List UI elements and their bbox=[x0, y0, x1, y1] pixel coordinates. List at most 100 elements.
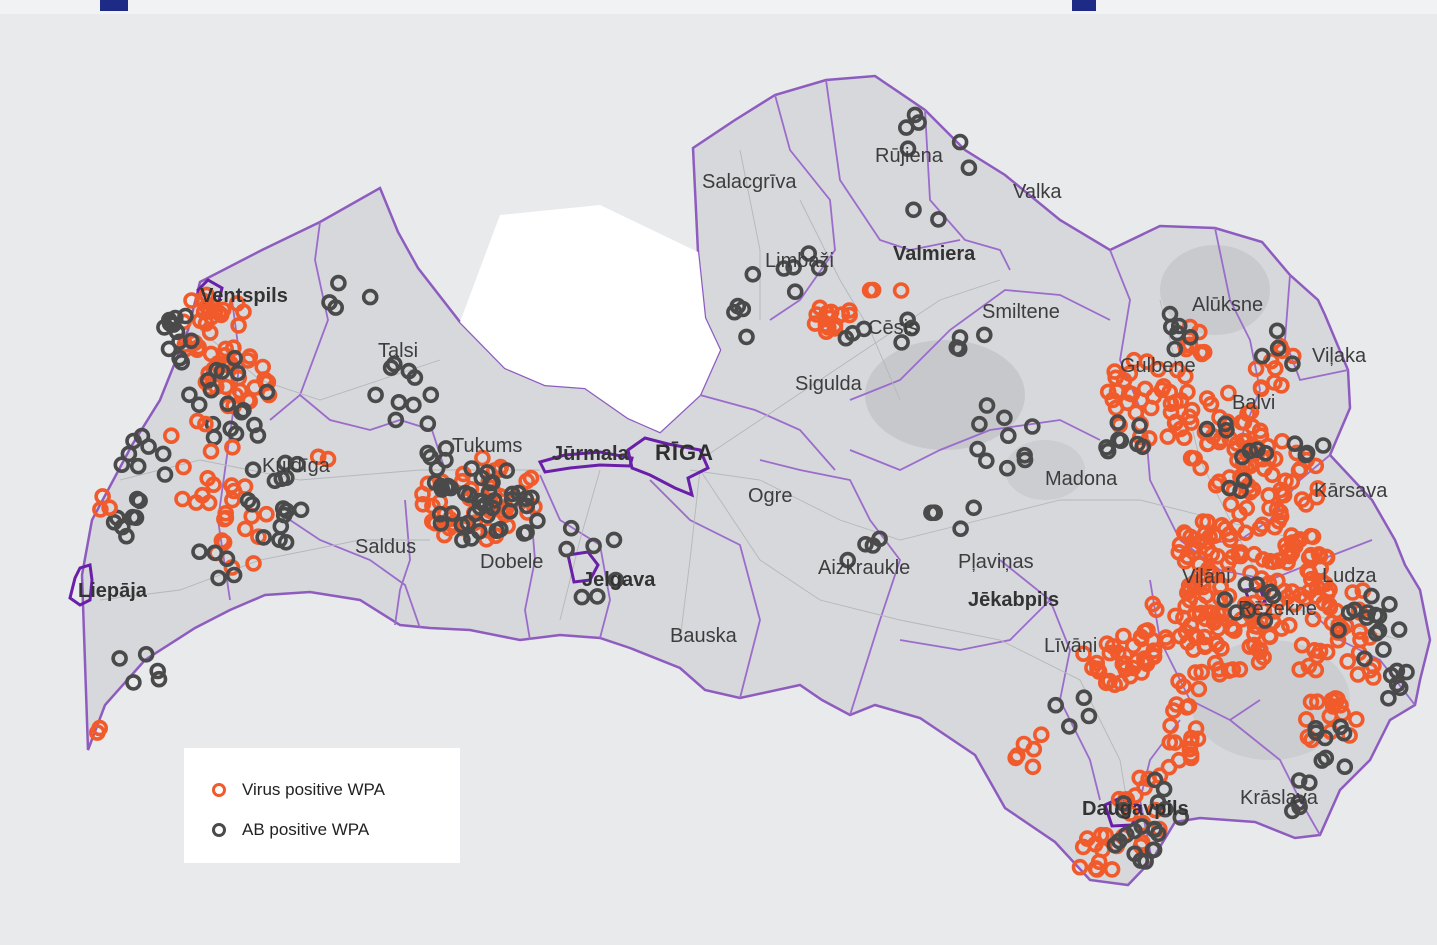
virus-marker bbox=[1348, 711, 1365, 728]
virus-marker bbox=[202, 442, 220, 460]
ab-marker bbox=[171, 333, 188, 351]
ab-marker bbox=[118, 527, 135, 545]
virus-marker bbox=[833, 306, 851, 323]
ab-marker bbox=[156, 466, 174, 483]
city-label-liepaja: Liepāja bbox=[78, 580, 148, 602]
riga-city-border bbox=[626, 436, 710, 498]
virus-marker bbox=[1220, 662, 1238, 679]
virus-marker bbox=[1252, 379, 1270, 396]
ab-marker bbox=[125, 674, 142, 691]
ab-marker bbox=[1172, 809, 1190, 826]
ab-marker bbox=[133, 427, 151, 445]
city-label-tukums: Tukums bbox=[452, 435, 522, 457]
ab-marker bbox=[1336, 758, 1354, 776]
city-label-ventspils: Ventspils bbox=[200, 285, 288, 307]
municipality-border bbox=[1109, 249, 1181, 541]
ab-marker bbox=[971, 415, 988, 433]
ab-marker bbox=[906, 106, 924, 124]
city-labels: VentspilsTalsiKuldīgaSaldusLiepājaTukums… bbox=[78, 145, 1388, 820]
virus-marker bbox=[1136, 779, 1153, 796]
virus-marker bbox=[1140, 770, 1157, 788]
virus-marker bbox=[1193, 663, 1210, 681]
ab-marker bbox=[1239, 602, 1257, 619]
virus-marker bbox=[1195, 343, 1213, 361]
city-label-kraslava: Krāslava bbox=[1240, 787, 1319, 809]
ab-marker bbox=[1106, 836, 1124, 854]
ab-marker bbox=[385, 355, 403, 373]
virus-marker bbox=[1180, 697, 1198, 715]
city-label-viljani: Viļāni bbox=[1182, 566, 1231, 588]
ab-marker bbox=[585, 537, 602, 555]
city-label-jelgava: Jelgava bbox=[582, 569, 656, 591]
ab-marker bbox=[923, 504, 940, 522]
ab-marker bbox=[1356, 650, 1373, 668]
city-label-gulbene: Gulbene bbox=[1120, 355, 1196, 377]
ab-marker bbox=[405, 396, 422, 414]
city-label-riga: RĪGA bbox=[655, 440, 714, 465]
ab-marker bbox=[1332, 718, 1349, 736]
municipality-border bbox=[649, 479, 761, 699]
virus-marker bbox=[1352, 631, 1369, 649]
ab-marker bbox=[225, 566, 243, 584]
city-label-jurmala: Jūrmala bbox=[552, 443, 630, 465]
ab-marker bbox=[573, 588, 591, 606]
city-label-aluksne: Alūksne bbox=[1192, 294, 1263, 316]
virus-marker bbox=[1198, 533, 1215, 550]
virus-marker bbox=[1220, 566, 1237, 583]
municipality-border bbox=[849, 289, 1111, 401]
ab-marker bbox=[1316, 729, 1334, 747]
ab-marker bbox=[161, 311, 178, 329]
virus-marker bbox=[1115, 627, 1132, 645]
virus-marker bbox=[1007, 749, 1025, 767]
virus-marker bbox=[194, 486, 211, 504]
ab-marker bbox=[1253, 347, 1271, 365]
ab-marker bbox=[244, 461, 262, 479]
ab-marker bbox=[965, 499, 983, 517]
ab-marker bbox=[1363, 587, 1380, 605]
ab-marker bbox=[1099, 442, 1117, 460]
virus-marker bbox=[1127, 787, 1144, 804]
virus-marker bbox=[1123, 385, 1141, 403]
ab-marker bbox=[120, 445, 138, 463]
road bbox=[679, 469, 701, 641]
virus-marker bbox=[217, 340, 234, 358]
ab-marker bbox=[292, 501, 310, 519]
virus-marker bbox=[1107, 399, 1125, 417]
virus-marker bbox=[1088, 654, 1105, 672]
virus-marker bbox=[1033, 726, 1050, 744]
city-label-karsava: Kārsava bbox=[1314, 480, 1388, 502]
virus-marker bbox=[1145, 648, 1163, 665]
virus-marker bbox=[225, 482, 243, 500]
ab-marker bbox=[190, 396, 208, 414]
legend-label-virus: Virus positive WPA bbox=[242, 780, 385, 799]
legend-item-virus: Virus positive WPA bbox=[212, 780, 385, 800]
municipality-border bbox=[394, 499, 411, 626]
ab-marker bbox=[460, 486, 478, 504]
ab-marker bbox=[1380, 689, 1397, 707]
ab-marker bbox=[454, 531, 471, 549]
ab-marker bbox=[1388, 675, 1406, 693]
legend-label-ab: AB positive WPA bbox=[242, 820, 370, 839]
city-label-sigulda: Sigulda bbox=[795, 373, 863, 395]
virus-marker bbox=[1310, 546, 1328, 563]
virus-marker bbox=[1104, 391, 1122, 409]
virus-marker bbox=[201, 324, 219, 341]
virus-marker bbox=[1267, 360, 1284, 377]
virus-marker bbox=[1221, 525, 1238, 543]
ab-marker bbox=[1256, 612, 1274, 629]
ab-marker bbox=[1024, 418, 1041, 435]
ab-marker bbox=[191, 543, 208, 561]
virus-marker bbox=[1189, 730, 1207, 748]
ab-marker bbox=[978, 397, 996, 414]
virus-marker bbox=[1167, 607, 1184, 625]
virus-marker bbox=[241, 348, 259, 365]
ab-marker bbox=[607, 571, 625, 589]
virus-marker bbox=[1223, 620, 1240, 637]
ab-marker bbox=[1137, 853, 1154, 870]
virus-marker bbox=[1261, 499, 1278, 517]
ab-marker bbox=[518, 497, 536, 515]
ab-marker bbox=[168, 323, 186, 341]
virus-marker bbox=[1117, 660, 1134, 678]
virus-marker bbox=[1149, 360, 1167, 378]
ab-marker bbox=[219, 395, 236, 413]
